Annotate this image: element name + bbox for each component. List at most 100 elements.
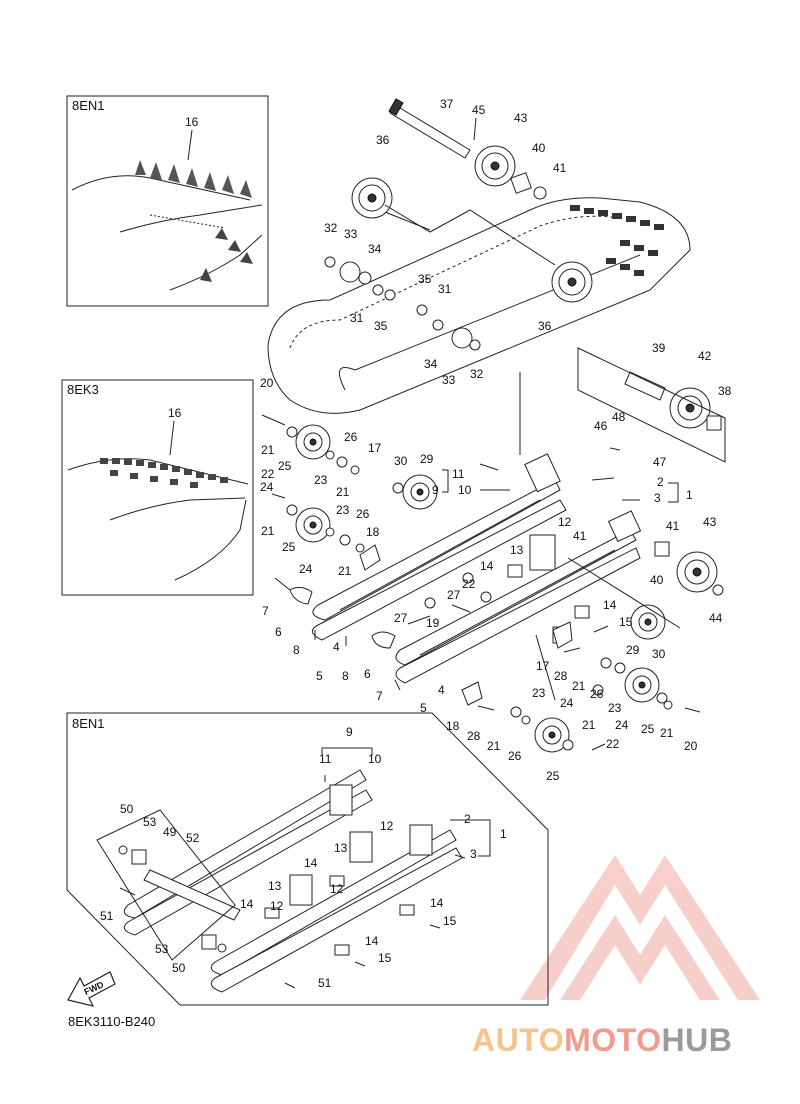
callout-number: 8 xyxy=(293,643,300,657)
callout-number: 30 xyxy=(394,454,408,468)
callout-number: 33 xyxy=(442,373,456,387)
callout-number: 4 xyxy=(438,683,445,697)
callout-number: 43 xyxy=(703,515,717,529)
callout-number: 13 xyxy=(510,543,524,557)
callout-number: 25 xyxy=(282,540,296,554)
callout-number: 8 xyxy=(342,669,349,683)
callout-number: 18 xyxy=(446,719,460,733)
callout-number: 41 xyxy=(573,529,587,543)
callout-number: 14 xyxy=(603,598,617,612)
callout-number: 12 xyxy=(270,899,284,913)
callout-number: 26 xyxy=(356,507,370,521)
callout-number: 53 xyxy=(143,815,157,829)
callout-number: 14 xyxy=(365,934,379,948)
callout-number: 6 xyxy=(364,667,371,681)
callout-number: 24 xyxy=(260,480,274,494)
callout-number: 7 xyxy=(376,689,383,703)
callout-number: 46 xyxy=(594,419,608,433)
callout-number: 25 xyxy=(546,769,560,783)
watermark-part-auto: AUTO xyxy=(472,1022,565,1058)
callout-number: 17 xyxy=(368,441,382,455)
inset-slide-rail-assembly xyxy=(96,769,466,993)
callout-number: 27 xyxy=(394,611,408,625)
callout-number: 25 xyxy=(278,459,292,473)
callout-number: 25 xyxy=(641,722,655,736)
callout-number: 24 xyxy=(560,696,574,710)
callout-number: 16 xyxy=(185,115,199,129)
callout-number: 12 xyxy=(330,882,344,896)
callout-number: 16 xyxy=(168,406,182,420)
callout-number: 31 xyxy=(438,282,452,296)
callout-number: 47 xyxy=(653,455,667,469)
callout-number: 10 xyxy=(368,752,382,766)
callout-number: 20 xyxy=(684,739,698,753)
callout-number: 2 xyxy=(657,475,664,489)
callout-number: 5 xyxy=(420,701,427,715)
callout-number: 38 xyxy=(718,384,732,398)
callout-number: 53 xyxy=(155,942,169,956)
callout-number: 51 xyxy=(318,976,332,990)
callout-number: 23 xyxy=(336,503,350,517)
callout-number: 23 xyxy=(532,686,546,700)
callout-number: 49 xyxy=(163,825,177,839)
inset-code-label: 8EN1 xyxy=(72,98,105,113)
slide-rail-left xyxy=(311,453,567,641)
callout-number: 21 xyxy=(338,564,352,578)
callout-number: 27 xyxy=(447,588,461,602)
callout-number: 48 xyxy=(612,410,626,424)
callout-number: 14 xyxy=(480,559,494,573)
callout-number: 44 xyxy=(709,611,723,625)
callout-number: 22 xyxy=(261,467,275,481)
callout-number: 1 xyxy=(686,488,693,502)
callout-number: 45 xyxy=(472,103,486,117)
callout-number: 41 xyxy=(666,519,680,533)
callout-number: 9 xyxy=(346,725,353,739)
upper-idler-assembly xyxy=(519,347,726,463)
callout-number: 39 xyxy=(652,341,666,355)
callout-number: 17 xyxy=(536,659,550,673)
callout-number: 51 xyxy=(100,909,114,923)
callout-number: 32 xyxy=(470,367,484,381)
callout-number: 42 xyxy=(698,349,712,363)
callout-number: 7 xyxy=(262,604,269,618)
callout-number: 35 xyxy=(374,319,388,333)
callout-number: 4 xyxy=(333,640,340,654)
callout-number: 30 xyxy=(652,647,666,661)
callout-number: 3 xyxy=(654,491,661,505)
callout-number: 12 xyxy=(558,515,572,529)
callout-number: 22 xyxy=(462,577,476,591)
callout-number: 26 xyxy=(344,430,358,444)
callout-number: 34 xyxy=(368,242,382,256)
callout-number: 26 xyxy=(508,749,522,763)
callout-number: 28 xyxy=(554,669,568,683)
inset-code-label: 8EN1 xyxy=(72,716,105,731)
callout-number: 14 xyxy=(430,896,444,910)
watermark-part-hub: HUB xyxy=(661,1022,733,1058)
rear-axle-assembly xyxy=(324,98,593,351)
watermark-text: AUTOMOTOHUB xyxy=(472,1022,732,1059)
callout-number: 21 xyxy=(572,679,586,693)
forward-arrow-icon: FWD xyxy=(67,971,116,1007)
callout-number: 36 xyxy=(376,133,390,147)
callout-number: 1 xyxy=(500,827,507,841)
inset-8en1-top: 8EN1 16 xyxy=(66,95,269,307)
callout-number: 32 xyxy=(324,221,338,235)
callout-number: 28 xyxy=(467,729,481,743)
callout-number: 29 xyxy=(420,452,434,466)
callout-number: 41 xyxy=(553,161,567,175)
callout-number: 50 xyxy=(120,802,134,816)
callout-number: 24 xyxy=(615,718,629,732)
callout-number: 9 xyxy=(432,483,439,497)
idler-wheels xyxy=(286,424,724,753)
drive-track xyxy=(267,197,691,414)
callout-number: 43 xyxy=(514,111,528,125)
callout-number: 33 xyxy=(344,227,358,241)
callout-number: 15 xyxy=(378,951,392,965)
callout-number: 14 xyxy=(240,897,254,911)
inset-code-label: 8EK3 xyxy=(67,382,99,397)
slide-rail-right xyxy=(395,510,642,684)
callout-number: 15 xyxy=(619,615,633,629)
inset-8en1-bottom: 8EN1 xyxy=(66,712,549,1006)
callout-number: 29 xyxy=(626,643,640,657)
